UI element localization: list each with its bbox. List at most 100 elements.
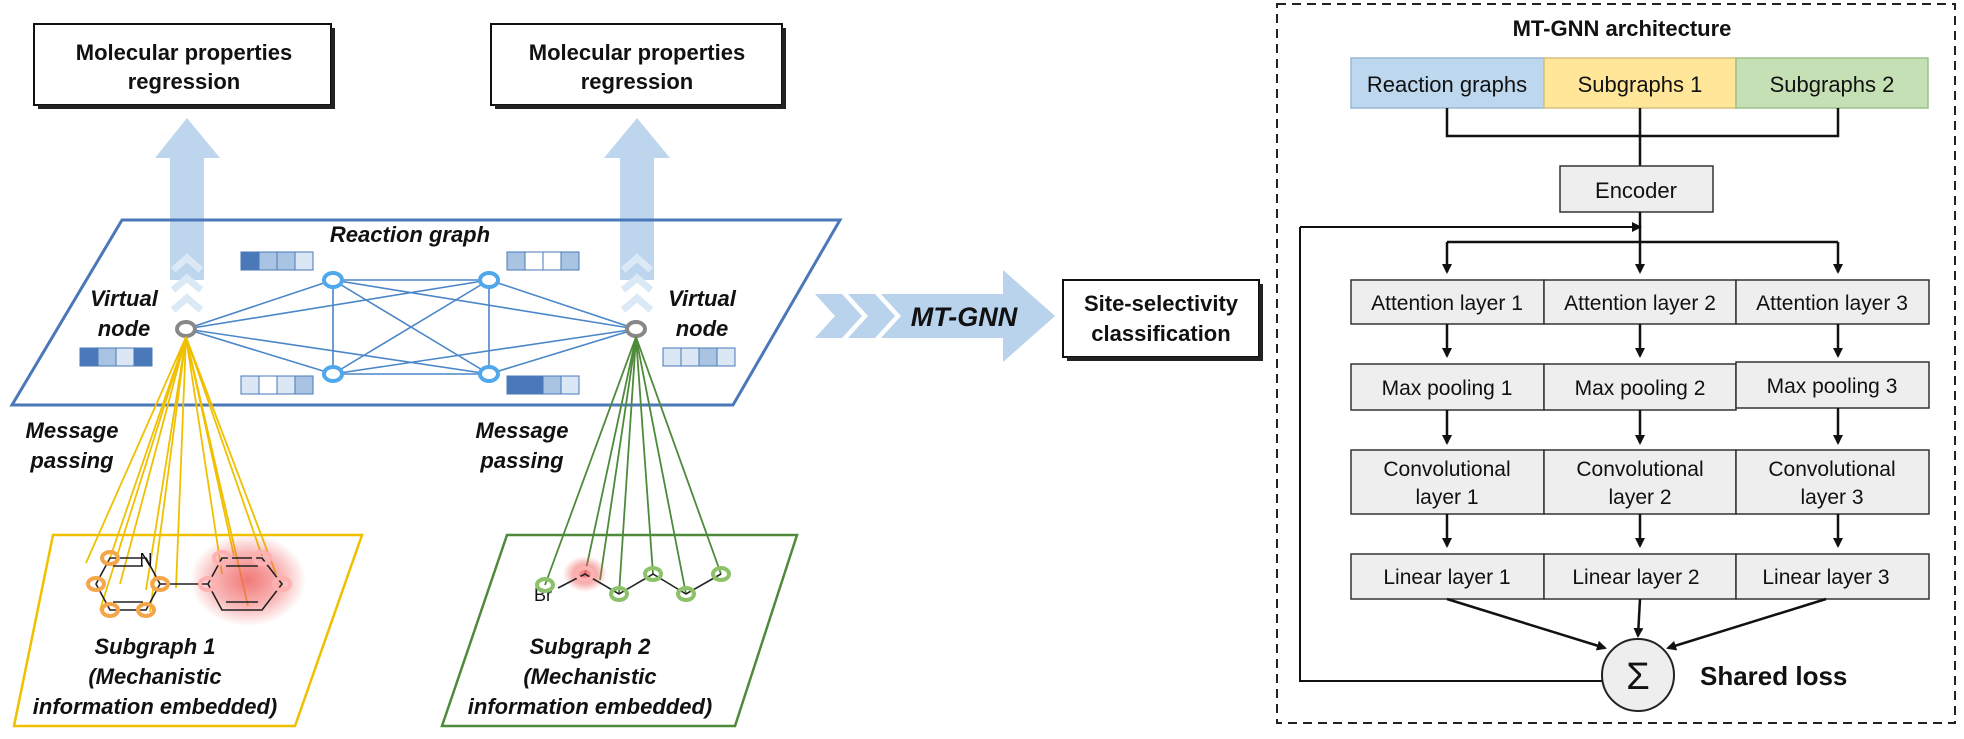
subgraph1-caption-1: Subgraph 1 bbox=[94, 634, 215, 659]
architecture-panel bbox=[1276, 3, 1956, 724]
attention-layer-2-label: Attention layer 2 bbox=[1564, 292, 1716, 315]
virtual-node-left bbox=[175, 320, 197, 338]
arrows-pooling-to-conv bbox=[1442, 408, 1843, 445]
encoder-box: Encoder bbox=[1559, 165, 1714, 213]
linear-layer-1: Linear layer 1 bbox=[1350, 553, 1545, 600]
max-pooling-1: Max pooling 1 bbox=[1350, 363, 1545, 411]
arrows-linear-to-sum bbox=[1446, 597, 1827, 651]
regression-right-line1: Molecular properties bbox=[529, 40, 745, 65]
feature-vector bbox=[240, 251, 314, 271]
conv-layer-2-line2: layer 2 bbox=[1608, 486, 1671, 509]
linear-layer-3-label: Linear layer 3 bbox=[1762, 566, 1889, 589]
feature-vector-virtual-right bbox=[662, 347, 736, 367]
reaction-graph-plane bbox=[9, 218, 843, 407]
linear-layer-2-label: Linear layer 2 bbox=[1572, 566, 1699, 589]
subgraph2-atom-highlight bbox=[575, 566, 595, 582]
up-arrow-left bbox=[155, 118, 220, 280]
encoder-label: Encoder bbox=[1595, 178, 1677, 203]
regression-left-line2: regression bbox=[128, 69, 241, 94]
input-subgraphs-2-label: Subgraphs 2 bbox=[1770, 72, 1895, 97]
subgraph2-atoms bbox=[535, 566, 731, 602]
up-arrow-right bbox=[604, 118, 670, 280]
subgraph2-caption-1: Subgraph 2 bbox=[529, 634, 651, 659]
graph-node bbox=[322, 365, 344, 383]
site-selectivity-line1: Site-selectivity bbox=[1084, 291, 1239, 316]
feature-vector bbox=[240, 375, 314, 395]
convolutional-layer-3: Convolutional layer 3 bbox=[1735, 449, 1930, 515]
linear-layer-2: Linear layer 2 bbox=[1543, 553, 1737, 600]
regression-box-left: Molecular properties regression bbox=[33, 23, 335, 109]
input-reaction-graphs: Reaction graphs bbox=[1350, 57, 1545, 109]
convolutional-layer-1: Convolutional layer 1 bbox=[1350, 449, 1545, 515]
input-merge-lines bbox=[1445, 108, 1840, 166]
max-pooling-1-label: Max pooling 1 bbox=[1382, 377, 1513, 400]
shared-loss-label: Shared loss bbox=[1700, 661, 1847, 691]
max-pooling-2-label: Max pooling 2 bbox=[1575, 377, 1706, 400]
message-passing-left-1: Message bbox=[26, 418, 119, 443]
linear-layer-1-label: Linear layer 1 bbox=[1383, 566, 1510, 589]
architecture-title: MT-GNN architecture bbox=[1513, 16, 1732, 41]
conv-layer-1-line2: layer 1 bbox=[1415, 486, 1478, 509]
feature-vector bbox=[506, 375, 580, 395]
message-passing-right-2: passing bbox=[479, 448, 564, 473]
feature-vector bbox=[506, 251, 580, 271]
virtual-node-right-label-2: node bbox=[676, 316, 729, 341]
chevrons-right bbox=[620, 253, 654, 313]
attention-layer-1: Attention layer 1 bbox=[1350, 279, 1545, 325]
virtual-node-right bbox=[625, 320, 647, 338]
reaction-graph-edges bbox=[185, 279, 637, 375]
chevrons-left bbox=[170, 253, 204, 313]
message-passing-lines-subgraph1 bbox=[85, 336, 277, 613]
regression-right-line2: regression bbox=[581, 69, 694, 94]
site-selectivity-line2: classification bbox=[1091, 321, 1230, 346]
subgraph2-caption-3: information embedded) bbox=[468, 694, 712, 719]
encoder-branch-lines bbox=[1442, 212, 1843, 274]
conv-layer-3-line1: Convolutional bbox=[1768, 458, 1895, 481]
regression-left-line1: Molecular properties bbox=[76, 40, 292, 65]
input-subgraphs-1: Subgraphs 1 bbox=[1543, 57, 1737, 109]
arrows-attention-to-pooling bbox=[1442, 324, 1843, 358]
input-subgraphs-1-label: Subgraphs 1 bbox=[1578, 72, 1703, 97]
subgraph2-plane bbox=[440, 533, 799, 728]
sum-node: Σ bbox=[1601, 638, 1675, 712]
graph-node bbox=[322, 271, 344, 289]
attention-layer-1-label: Attention layer 1 bbox=[1371, 292, 1523, 315]
conv-layer-1-line1: Convolutional bbox=[1383, 458, 1510, 481]
message-passing-right-1: Message bbox=[476, 418, 569, 443]
virtual-node-right-label-1: Virtual bbox=[668, 286, 737, 311]
graph-node bbox=[478, 271, 500, 289]
subgraph2-caption-2: (Mechanistic bbox=[523, 664, 656, 689]
mt-gnn-label: MT-GNN bbox=[911, 302, 1018, 332]
conv-layer-3-line2: layer 3 bbox=[1800, 486, 1863, 509]
subgraph1-atoms-pink bbox=[198, 550, 292, 592]
site-selectivity-box: Site-selectivity classification bbox=[1062, 279, 1263, 361]
graph-node bbox=[478, 365, 500, 383]
max-pooling-3: Max pooling 3 bbox=[1735, 361, 1930, 409]
attention-layer-3: Attention layer 3 bbox=[1735, 279, 1930, 325]
subgraph1-caption-3: information embedded) bbox=[33, 694, 277, 719]
linear-layer-3: Linear layer 3 bbox=[1735, 553, 1930, 600]
regression-box-right: Molecular properties regression bbox=[490, 23, 786, 109]
reaction-graph-label: Reaction graph bbox=[330, 222, 490, 247]
sum-symbol: Σ bbox=[1626, 656, 1650, 698]
subgraph1-caption-2: (Mechanistic bbox=[88, 664, 221, 689]
max-pooling-2: Max pooling 2 bbox=[1543, 363, 1737, 411]
subgraph1-atoms-orange bbox=[86, 550, 170, 618]
shared-loss-feedback-line bbox=[1299, 222, 1642, 682]
attention-layer-2: Attention layer 2 bbox=[1543, 279, 1737, 325]
input-subgraphs-2: Subgraphs 2 bbox=[1735, 57, 1929, 109]
arrows-conv-to-linear bbox=[1442, 514, 1843, 548]
mt-gnn-arrow bbox=[815, 270, 1055, 362]
max-pooling-3-label: Max pooling 3 bbox=[1767, 375, 1898, 398]
virtual-node-left-label-1: Virtual bbox=[90, 286, 159, 311]
atom-label-n: N bbox=[140, 550, 153, 570]
reaction-graph-nodes bbox=[322, 271, 500, 383]
feature-vector-virtual-left bbox=[79, 347, 153, 367]
convolutional-layer-2: Convolutional layer 2 bbox=[1543, 449, 1737, 515]
virtual-node-left-label-2: node bbox=[98, 316, 151, 341]
input-reaction-graphs-label: Reaction graphs bbox=[1367, 72, 1527, 97]
benzene-ring bbox=[207, 557, 284, 611]
conv-layer-2-line1: Convolutional bbox=[1576, 458, 1703, 481]
attention-layer-3-label: Attention layer 3 bbox=[1756, 292, 1908, 315]
